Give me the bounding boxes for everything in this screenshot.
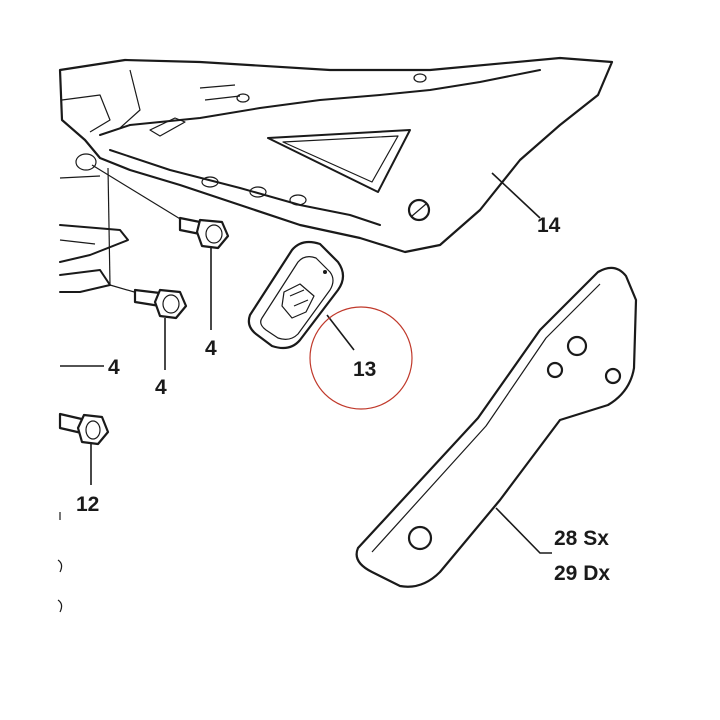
plate-28-29 — [355, 266, 638, 588]
callout-4-lower: 4 — [155, 376, 167, 399]
leader-lines — [60, 172, 552, 554]
left-structure — [59, 224, 129, 293]
plate-hole-upper — [566, 335, 588, 357]
callout-29-dx: 29 Dx — [554, 562, 610, 585]
bolt-12 — [58, 412, 110, 446]
cut-off-fragments — [57, 512, 63, 613]
bracket-assembly-14 — [58, 56, 614, 254]
callout-14: 14 — [537, 214, 561, 237]
callout-4-upper: 4 — [205, 337, 217, 360]
callout-4-left: 4 — [108, 356, 120, 379]
callout-12: 12 — [76, 493, 99, 516]
plate-hole-lower — [407, 525, 433, 551]
plate-hole-right — [604, 367, 622, 385]
highlight-circle — [309, 306, 413, 410]
callout-13: 13 — [353, 358, 376, 381]
connector-cover-13 — [247, 240, 345, 350]
plate-hole-middle — [546, 361, 564, 379]
bolt-4-lower — [133, 288, 188, 320]
callout-28-sx: 28 Sx — [554, 527, 609, 550]
bolt-4-upper — [178, 216, 230, 250]
